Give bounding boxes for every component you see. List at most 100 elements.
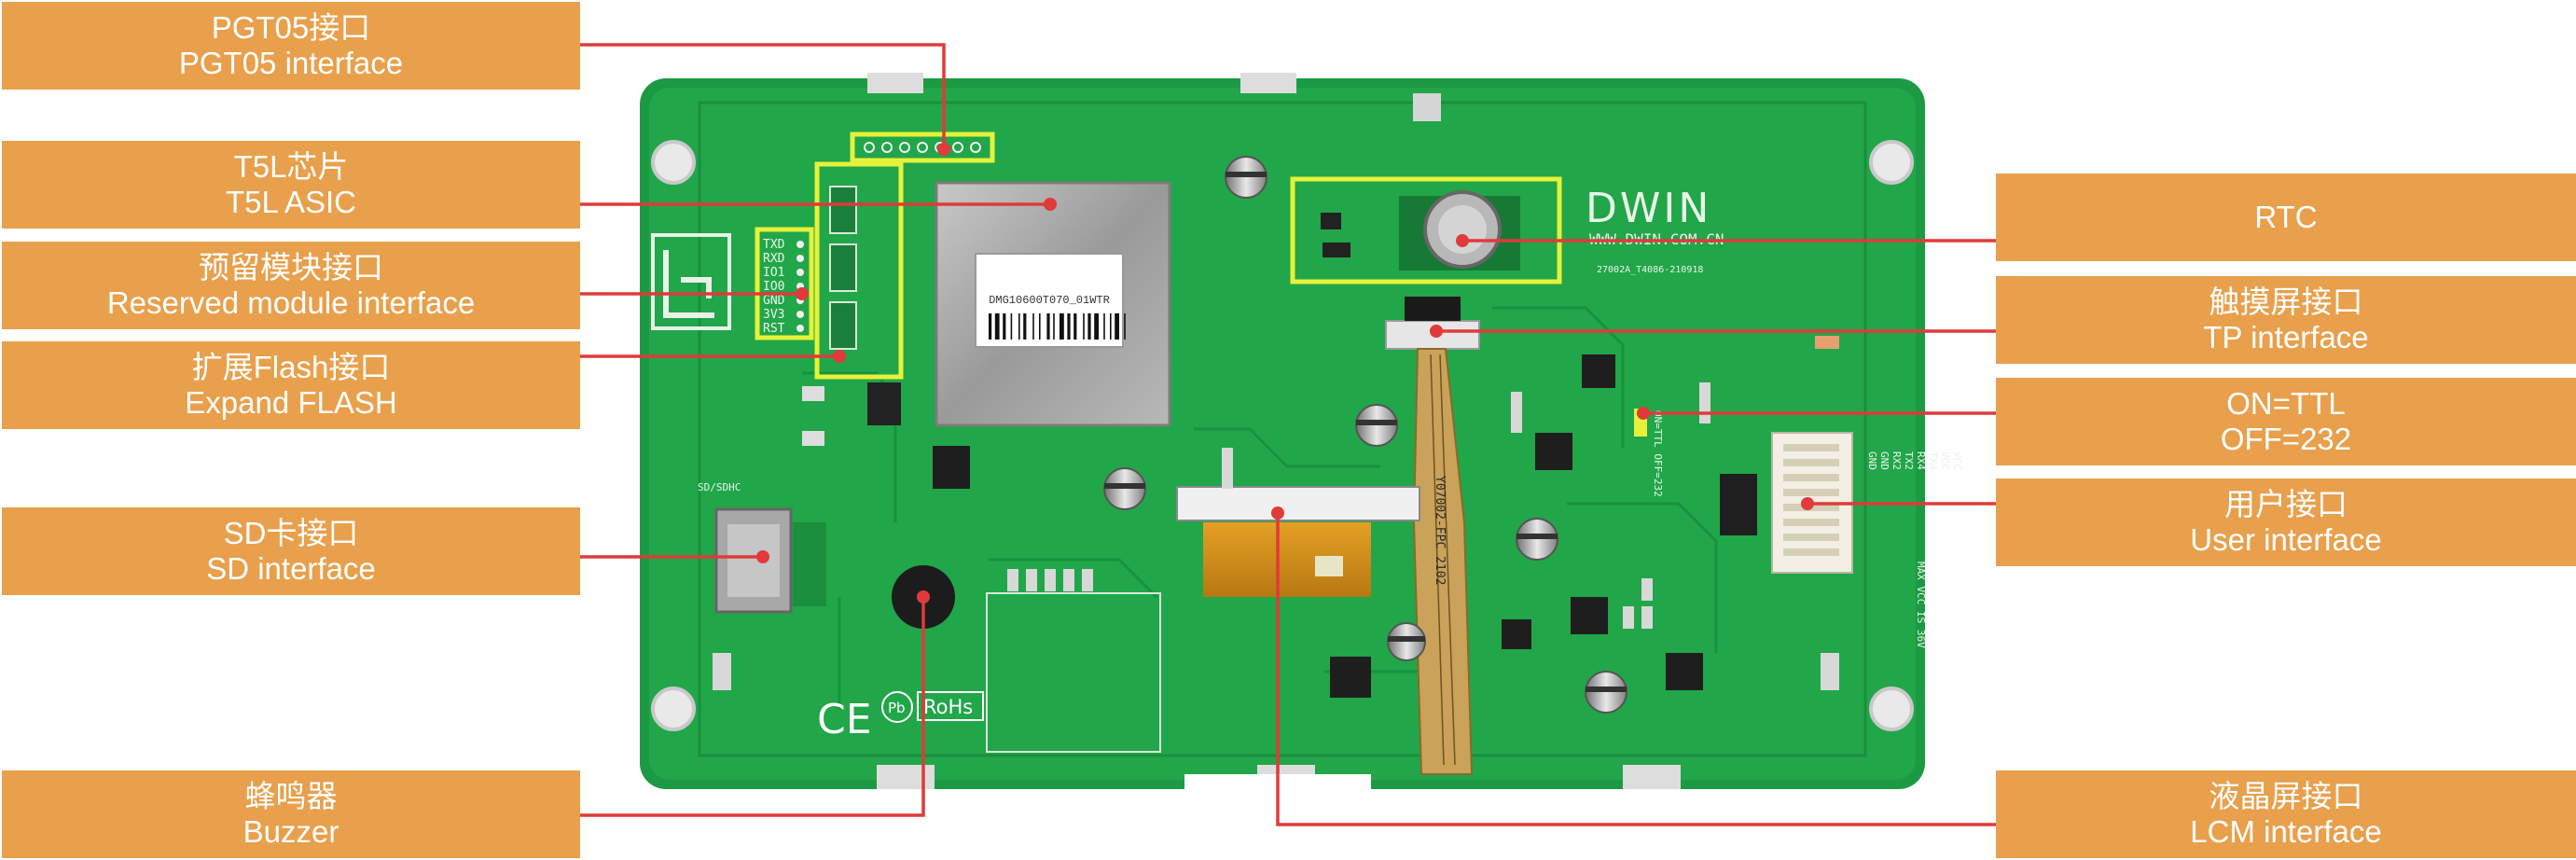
callout-sd-zh: SD卡接口 [223, 516, 359, 550]
reserved-pin-label: RST [763, 322, 785, 336]
callout-ttl-on: ON=TTL [2226, 386, 2346, 421]
user-pin-label: GND [1878, 451, 1890, 470]
callout-user: 用户接口 User interface [1996, 479, 2576, 566]
sd-slot: SD/SDHC [698, 481, 826, 614]
capacitor-stripe [1517, 534, 1558, 539]
callout-reserved-module: 预留模块接口 Reserved module interface [2, 242, 580, 329]
barcode-bar [1087, 313, 1091, 340]
t5l-asic-shield: DMG10600T070_01WTR [935, 181, 1171, 427]
leader-rtc-dot [1456, 234, 1469, 247]
barcode-bar [1094, 313, 1099, 340]
callout-sd: SD卡接口 SD interface [2, 507, 580, 595]
leader-pgt05 [580, 43, 946, 147]
user-connector-pin [1783, 459, 1839, 466]
reserved-pin-label: TXD [763, 238, 785, 252]
leader-buzzer [580, 597, 925, 817]
callout-rtc: RTC [1996, 173, 2576, 261]
callout-pgt05-zh: PGT05接口 [211, 10, 371, 45]
smd-resistor [1511, 410, 1522, 433]
capacitor-stripe [1586, 687, 1627, 692]
callout-reserved-en: Reserved module interface [106, 285, 476, 320]
ic-chip [933, 446, 970, 489]
pgt05-pin [864, 142, 875, 153]
barcode-bar [1039, 313, 1041, 340]
callout-t5l-zh: T5L芯片 [233, 149, 349, 184]
smd-resistor [1641, 578, 1653, 601]
ic-chip [1582, 354, 1615, 388]
smd-resistor [1082, 569, 1093, 591]
reserved-pin-pad [796, 269, 804, 276]
barcode-bar [1023, 313, 1027, 340]
leader-t5l-dot [1044, 198, 1057, 211]
user-pin-label: TX2 [1903, 451, 1915, 470]
reserved-pin-pad [796, 325, 804, 332]
callout-lcm-en: LCM interface [2190, 814, 2382, 849]
leader-tp-dot [1430, 325, 1443, 338]
flash-area [802, 161, 904, 446]
ic-chip [1535, 433, 1572, 470]
callout-flash-zh: 扩展Flash接口 [191, 350, 391, 384]
user-connector-pin [1783, 548, 1839, 556]
max-vcc-silk: MAX VCC IS 36V [1915, 562, 1927, 648]
callout-flash-en: Expand FLASH [185, 385, 397, 420]
leader-lcm-dot [1271, 506, 1284, 520]
leader-pgt05-dot [937, 143, 950, 156]
callout-t5l-en: T5L ASIC [225, 185, 356, 219]
reserved-pin-pad [796, 311, 804, 318]
cert-marks: CE Pb RoHs [817, 592, 1161, 753]
callout-buzzer-en: Buzzer [242, 814, 339, 849]
pb-mark: Pb [888, 700, 906, 716]
smd-resistor [1222, 448, 1233, 470]
fpc-ribbon: Y07002-FPC 2102 [1412, 348, 1474, 775]
callout-sd-en: SD interface [206, 551, 376, 586]
brand-name: DWIN [1586, 185, 1711, 232]
smd-resistor [1045, 569, 1056, 591]
barcode-bar [1124, 313, 1126, 340]
chip-label: DMG10600T070_01WTR [989, 294, 1110, 307]
capacitor-stripe [1356, 420, 1397, 425]
callout-lcm: 液晶屏接口 LCM interface [1996, 770, 2576, 858]
capacitor-stripe [1226, 172, 1267, 177]
smd-resistor [1222, 466, 1233, 489]
barcode-bar [1103, 313, 1105, 340]
user-pin-label: RX4 [1915, 451, 1927, 470]
barcode-bar [1053, 313, 1055, 340]
pgt05-pin [881, 142, 893, 153]
pgt05-pin [970, 142, 981, 153]
callout-reserved-zh: 预留模块接口 [199, 250, 383, 284]
callout-buzzer: 蜂鸣器 Buzzer [2, 770, 580, 858]
ic-chip [1666, 653, 1703, 690]
barcode-bar [994, 313, 1000, 340]
leader-user-dot [1801, 497, 1814, 510]
leader-lines [580, 43, 1996, 826]
reserved-pin-label: GND [763, 294, 785, 308]
user-pin-label: RX2 [1890, 451, 1903, 470]
barcode-bar [1067, 313, 1071, 340]
pcb [640, 73, 1925, 789]
user-connector-pin [1783, 489, 1839, 496]
barcode-bar [1010, 313, 1013, 340]
user-connector-pin [1783, 444, 1839, 451]
smd-resistor [1699, 382, 1710, 405]
callout-tp: 触摸屏接口 TP interface [1996, 276, 2576, 364]
user-pin-label: VCC [1939, 451, 1951, 470]
ce-mark: CE [817, 696, 872, 743]
rohs-mark: RoHs [923, 696, 973, 718]
barcode-bar [1003, 313, 1006, 340]
barcode-bar [1059, 313, 1064, 340]
reserved-pin-label: IO0 [763, 280, 784, 294]
pgt05-pin [899, 142, 910, 153]
barcode-bar [1018, 313, 1020, 340]
leader-ttl-dot [1637, 407, 1650, 420]
callout-lcm-zh: 液晶屏接口 [2209, 779, 2363, 813]
lcm-connector [1176, 486, 1420, 597]
leader-buzzer-dot [917, 590, 930, 603]
reserved-pin-pad [796, 241, 804, 248]
callout-user-zh: 用户接口 [2224, 487, 2347, 521]
smd-resistor [1007, 569, 1018, 591]
leader-sd-dot [756, 550, 769, 563]
smd-resistor [1511, 392, 1522, 414]
callout-buzzer-zh: 蜂鸣器 [244, 779, 338, 813]
ic-chip [1330, 657, 1371, 698]
